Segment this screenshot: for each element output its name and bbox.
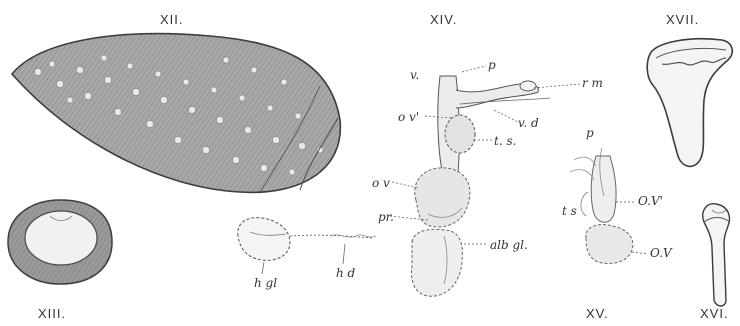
figure-number-15: XV. — [586, 306, 609, 321]
label-fig14-v: v. — [410, 68, 419, 82]
fig15-organs-drawing — [570, 148, 648, 264]
label-fig14-vd: v. d — [518, 116, 539, 130]
fig17-shell-drawing — [647, 39, 732, 167]
figure-number-12: XII. — [160, 12, 184, 27]
label-fig15-p: p — [586, 126, 594, 140]
label-fig14-ov: o v — [372, 176, 390, 190]
label-fig14-alb-gl: alb gl. — [490, 238, 528, 252]
label-fig14-ov-prime: o v' — [398, 110, 419, 124]
label-fig15-ts: t s — [562, 204, 577, 218]
label-fig15-ov: O.V — [650, 246, 672, 260]
figure-number-13: XIII. — [38, 306, 66, 321]
label-fig14-ts: t. s. — [494, 134, 516, 148]
label-fig15-ov-prime: O.V' — [638, 194, 663, 208]
figure-number-14: XIV. — [430, 12, 457, 27]
label-hd: h d — [336, 266, 355, 280]
fig16-shell-drawing — [703, 204, 730, 306]
figure-number-17: XVII. — [666, 12, 699, 27]
figure-number-16: XVI. — [700, 306, 729, 321]
label-hgl: h gl — [254, 276, 277, 290]
fig13-section-drawing — [8, 200, 112, 284]
hermaphrodite-gland-drawing — [238, 218, 376, 274]
fig12-mantle-drawing — [12, 34, 340, 193]
label-fig14-rm: r m — [582, 76, 603, 90]
label-fig14-p: p — [488, 58, 496, 72]
label-fig14-pr: pr. — [378, 210, 394, 224]
fig14-organs-drawing — [390, 66, 580, 296]
